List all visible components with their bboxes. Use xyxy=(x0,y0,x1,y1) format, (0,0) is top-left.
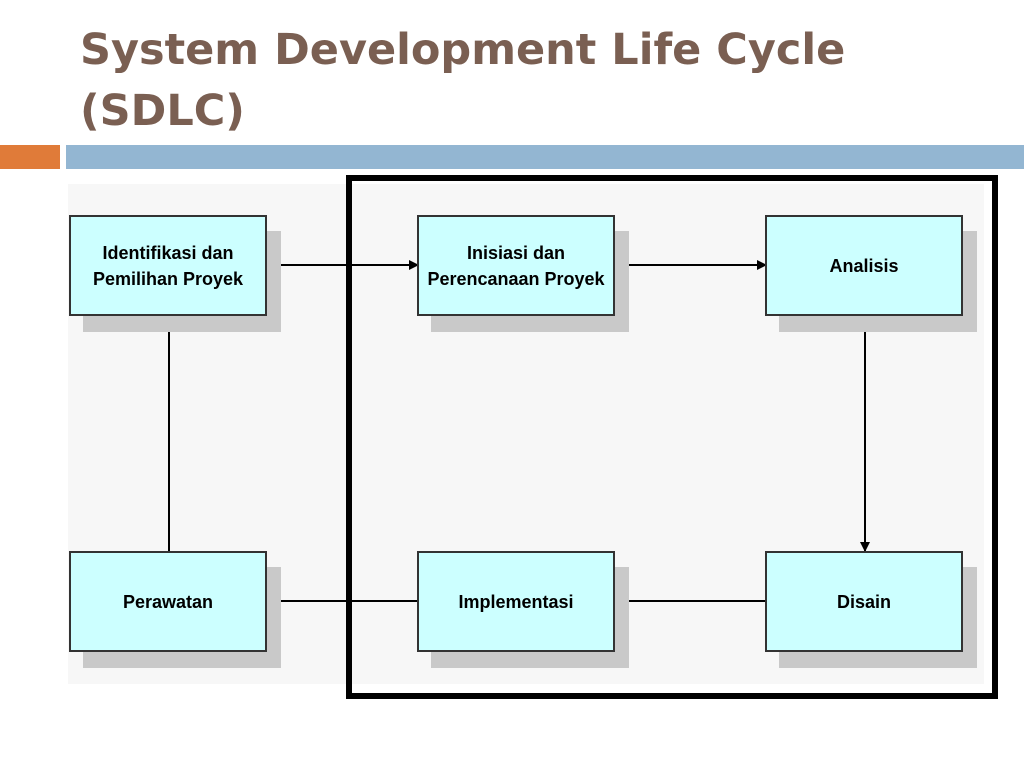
slide-title-line-2: (SDLC) xyxy=(80,86,245,136)
phase-analisis-box: Analisis xyxy=(765,215,963,316)
slide-title-line-1: System Development Life Cycle xyxy=(80,25,846,75)
phase-disain-box: Disain xyxy=(765,551,963,652)
accent-bar-orange xyxy=(0,145,60,169)
phase-analisis-label: Analisis xyxy=(829,255,899,276)
phase-disain-label: Disain xyxy=(836,591,892,612)
phase-identifikasi-box: Identifikasi dan Pemilihan Proyek xyxy=(69,215,267,316)
phase-identifikasi-label: Identifikasi dan Pemilihan Proyek xyxy=(92,242,244,289)
slide-title: System Development Life Cycle (SDLC) xyxy=(80,20,980,142)
phase-inisiasi-label: Inisiasi dan Perencanaan Proyek xyxy=(427,242,605,289)
highlight-frame xyxy=(346,175,998,699)
accent-bar-blue xyxy=(66,145,1024,169)
phase-perawatan-label: Perawatan xyxy=(122,591,214,612)
phase-implementasi-label: Implementasi xyxy=(458,591,574,612)
phase-perawatan-box: Perawatan xyxy=(69,551,267,652)
phase-inisiasi-box: Inisiasi dan Perencanaan Proyek xyxy=(417,215,615,316)
phase-implementasi-box: Implementasi xyxy=(417,551,615,652)
